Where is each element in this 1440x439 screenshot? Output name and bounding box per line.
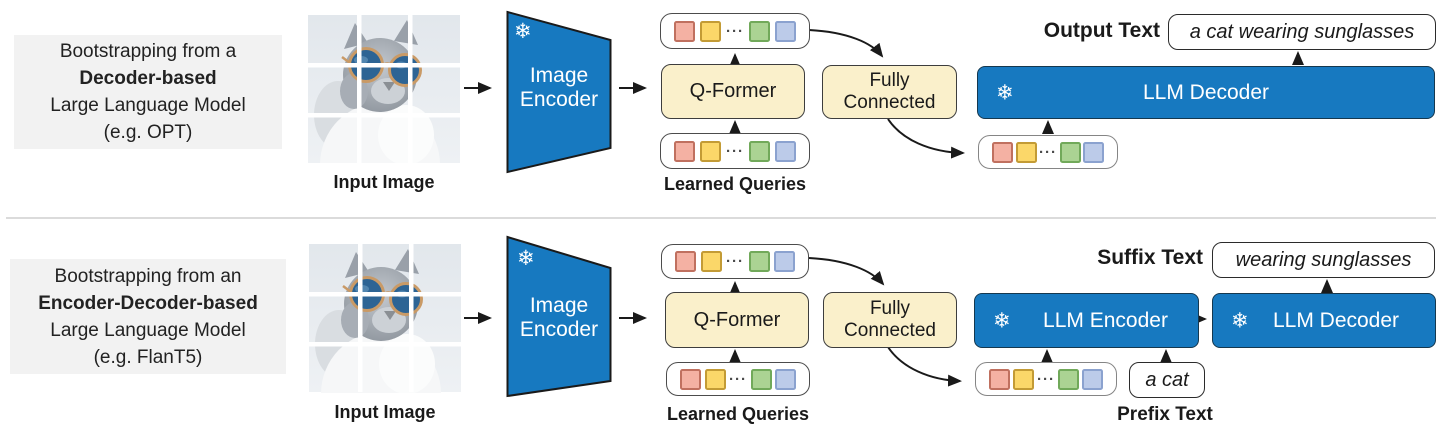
llm-encoder-label: LLM Encoder <box>1043 308 1168 332</box>
llm-decoder-box: ❄ LLM Decoder <box>1212 293 1436 348</box>
panel-line: Large Language Model <box>50 319 246 341</box>
token-red <box>674 140 695 162</box>
learned-queries-label: Learned Queries <box>663 174 807 194</box>
token-blue <box>775 368 796 390</box>
token-yellow <box>700 20 721 42</box>
llm-encoder-box: ❄ LLM Encoder <box>974 293 1199 348</box>
token-yellow <box>700 251 722 272</box>
fully-connected-line2: Connected <box>843 92 936 113</box>
output-text-label: Output Text <box>1043 19 1160 42</box>
output-query-tokens-pill: ··· <box>661 244 809 279</box>
llm-input-tokens-pill: ··· <box>975 362 1117 396</box>
input-image-label: Input Image <box>333 172 435 192</box>
image-encoder-trapezoid <box>506 10 612 174</box>
token-yellow <box>1015 141 1037 163</box>
token-green <box>750 368 772 390</box>
ellipsis-dots: ··· <box>726 22 744 40</box>
panel-line-bold: Encoder-Decoder-based <box>38 292 258 314</box>
token-green <box>1058 368 1079 390</box>
bootstrap-label-encoder-decoder: Bootstrapping from an Encoder-Decoder-ba… <box>10 259 286 374</box>
ellipsis-dots: ··· <box>1039 143 1057 161</box>
learned-query-tokens-pill: ··· <box>666 362 810 396</box>
prefix-text-label: Prefix Text <box>1117 404 1213 425</box>
ellipsis-dots: ··· <box>726 142 744 160</box>
prefix-text-value: a cat <box>1145 368 1189 391</box>
token-blue <box>774 251 795 272</box>
row-divider <box>6 217 1436 219</box>
output-text-box: a cat wearing sunglasses <box>1168 14 1436 50</box>
qformer-box: Q-Former <box>661 64 805 119</box>
qformer-box: Q-Former <box>665 292 809 348</box>
input-image-cat <box>308 15 460 163</box>
suffix-text-box: wearing sunglasses <box>1212 242 1435 278</box>
fully-connected-line1: Fully <box>869 70 910 91</box>
llm-decoder-box: ❄ LLM Decoder <box>977 66 1435 119</box>
ellipsis-dots: ··· <box>1037 370 1055 388</box>
learned-query-tokens-pill: ··· <box>660 133 810 169</box>
token-red <box>680 368 701 390</box>
token-blue <box>1082 368 1103 390</box>
suffix-text-value: wearing sunglasses <box>1235 248 1412 271</box>
panel-line: (e.g. FlanT5) <box>93 346 203 368</box>
token-green <box>748 251 770 272</box>
image-encoder-line2: Encoder <box>519 88 599 111</box>
token-green <box>1059 141 1081 163</box>
panel-line: Bootstrapping from an <box>54 265 242 287</box>
llm-decoder-label: LLM Decoder <box>1272 308 1400 332</box>
token-blue <box>775 20 796 42</box>
fully-connected-line2: Connected <box>844 320 936 341</box>
image-encoder-line1: Image <box>529 64 589 87</box>
prefix-text-box: a cat <box>1129 362 1205 398</box>
token-red <box>989 368 1010 390</box>
ellipsis-dots: ··· <box>726 253 744 270</box>
token-red <box>992 141 1013 163</box>
output-text-value: a cat wearing sunglasses <box>1189 20 1415 43</box>
panel-line: Bootstrapping from a <box>59 41 237 62</box>
input-image-label: Input Image <box>334 402 436 422</box>
output-query-tokens-pill: ··· <box>660 13 810 49</box>
token-yellow <box>1013 368 1034 390</box>
panel-line: Large Language Model <box>50 95 246 116</box>
panel-line-bold: Decoder-based <box>79 68 217 89</box>
image-encoder-label: Image Encoder <box>506 294 612 342</box>
ellipsis-dots: ··· <box>729 370 747 388</box>
image-encoder-line1: Image <box>529 294 589 317</box>
token-green <box>749 140 770 162</box>
token-yellow <box>704 368 726 390</box>
panel-line: (e.g. OPT) <box>103 122 193 143</box>
snowflake-icon: ❄ <box>993 309 1011 332</box>
input-image-cat <box>309 244 461 393</box>
llm-input-tokens-pill: ··· <box>978 135 1118 169</box>
image-encoder-label: Image Encoder <box>506 64 612 112</box>
fully-connected-box: Fully Connected <box>823 292 957 348</box>
bootstrap-label-decoder: Bootstrapping from a Decoder-based Large… <box>14 35 282 149</box>
snowflake-icon: ❄ <box>996 81 1014 104</box>
snowflake-icon: ❄ <box>517 247 535 270</box>
snowflake-icon: ❄ <box>514 20 532 43</box>
image-encoder-line2: Encoder <box>519 318 599 341</box>
token-red <box>675 251 696 272</box>
token-yellow <box>700 140 721 162</box>
fully-connected-line1: Fully <box>869 298 911 319</box>
qformer-label: Q-Former <box>689 80 777 102</box>
token-green <box>749 20 770 42</box>
image-encoder-trapezoid <box>506 235 612 398</box>
token-blue <box>775 140 796 162</box>
qformer-label: Q-Former <box>693 308 781 331</box>
learned-queries-label: Learned Queries <box>666 404 810 424</box>
token-blue <box>1083 141 1104 163</box>
snowflake-icon: ❄ <box>1231 309 1249 332</box>
suffix-text-label: Suffix Text <box>1097 246 1203 269</box>
fully-connected-box: Fully Connected <box>822 65 957 119</box>
token-red <box>674 20 695 42</box>
llm-decoder-label: LLM Decoder <box>1142 80 1270 104</box>
